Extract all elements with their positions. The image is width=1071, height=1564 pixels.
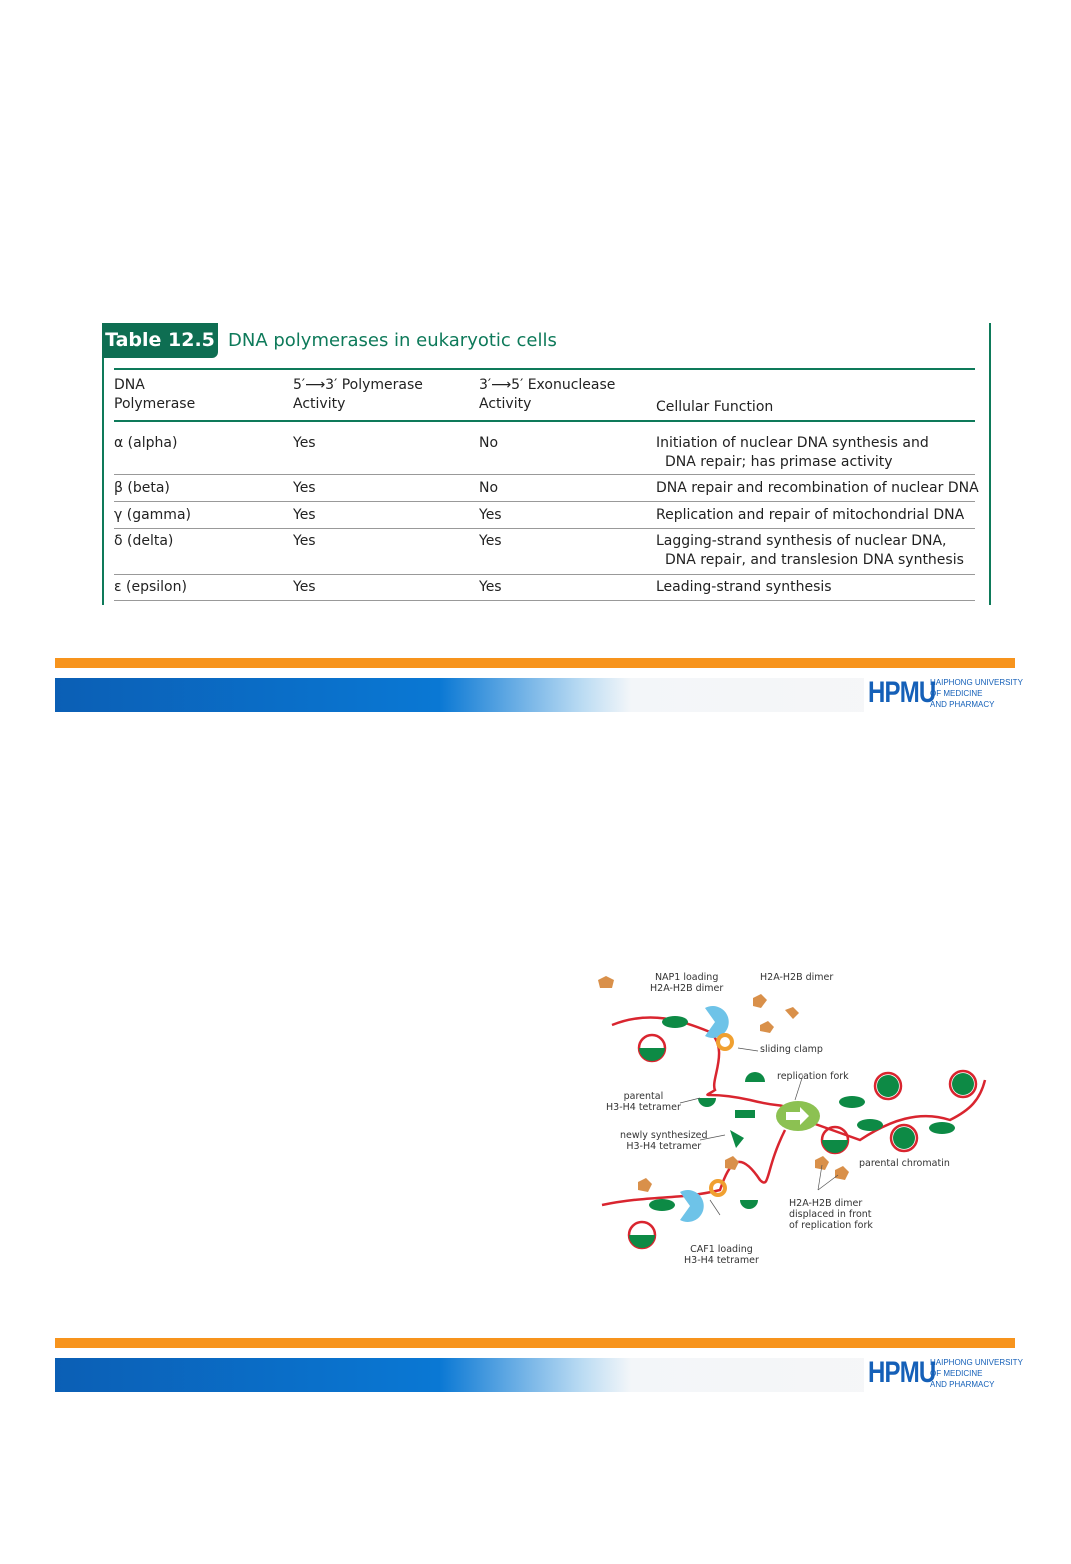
cell-pol: Yes xyxy=(293,435,316,451)
cell-function: Lagging-strand synthesis of nuclear DNA,… xyxy=(656,533,964,568)
label-clamp: sliding clamp xyxy=(760,1044,823,1055)
cell-function: Replication and repair of mitochondrial … xyxy=(656,507,965,523)
cell-function: DNA repair and recombination of nuclear … xyxy=(656,480,979,496)
row-divider xyxy=(114,528,975,529)
header-col4: Cellular Function xyxy=(656,399,774,415)
row-divider xyxy=(114,501,975,502)
row-divider xyxy=(114,474,975,475)
cell-name: γ (gamma) xyxy=(114,507,191,523)
cell-function: Leading-strand synthesis xyxy=(656,579,832,595)
orange-bar xyxy=(55,658,1015,668)
cell-pol: Yes xyxy=(293,579,316,595)
cell-exo: Yes xyxy=(479,579,502,595)
label-dimer: H2A-H2B dimer xyxy=(760,972,834,983)
cell-exo: No xyxy=(479,480,499,496)
cell-name: β (beta) xyxy=(114,480,170,496)
blue-banner xyxy=(55,1358,1015,1392)
label-fork: replication fork xyxy=(777,1071,849,1082)
table-title: DNA polymerases in eukaryotic cells xyxy=(228,330,557,351)
divider xyxy=(114,420,975,422)
blue-banner xyxy=(55,678,1015,712)
cell-pol: Yes xyxy=(293,533,316,549)
cell-name: ε (epsilon) xyxy=(114,579,187,595)
cell-pol: Yes xyxy=(293,480,316,496)
cell-exo: No xyxy=(479,435,499,451)
cell-exo: Yes xyxy=(479,533,502,549)
divider xyxy=(114,368,975,370)
table-frame xyxy=(102,323,991,605)
cell-name: δ (delta) xyxy=(114,533,174,549)
chromatin-replication-diagram xyxy=(598,976,987,1250)
cell-name: α (alpha) xyxy=(114,435,178,451)
label-chromatin: parental chromatin xyxy=(859,1158,950,1169)
row-divider xyxy=(114,600,975,601)
row-divider xyxy=(114,574,975,575)
cell-pol: Yes xyxy=(293,507,316,523)
orange-bar xyxy=(55,1338,1015,1348)
cell-exo: Yes xyxy=(479,507,502,523)
table-number: Table 12.5 xyxy=(102,323,218,358)
